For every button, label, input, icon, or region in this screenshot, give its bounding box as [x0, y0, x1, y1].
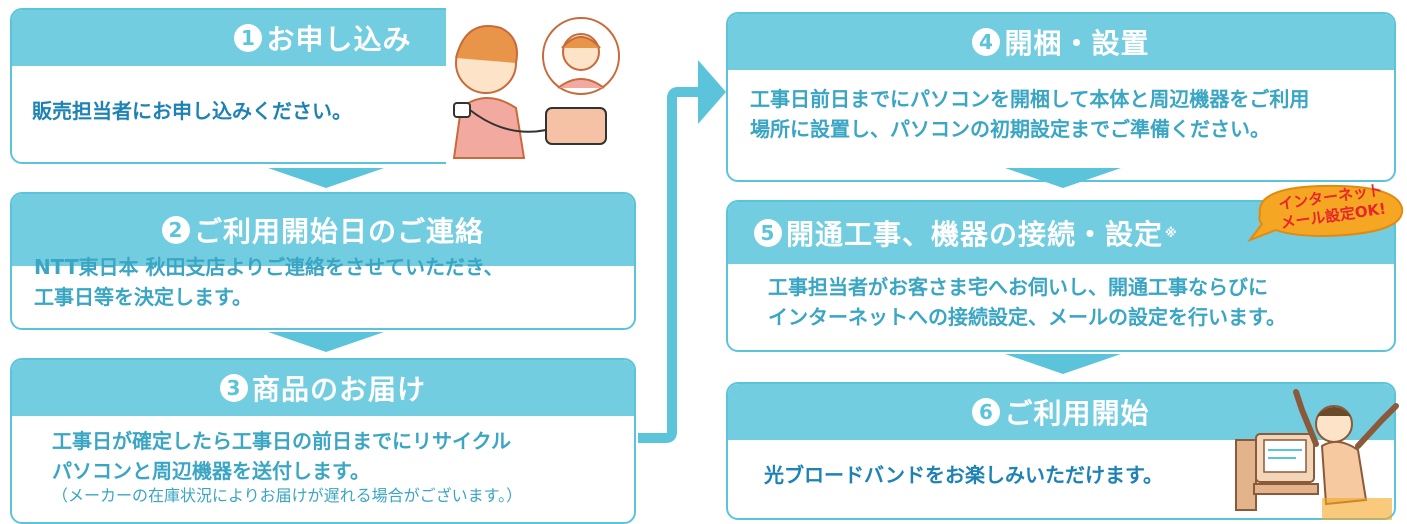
phone-call-illustration — [446, 8, 636, 164]
step-3-note: （メーカーの在庫状況によりお届けが遅れる場合がございます。） — [52, 486, 523, 505]
step-6-text: 光ブロードバンドをお楽しみいただけます。 — [764, 463, 1163, 487]
step-2-body: NTT東日本 秋田支店よりご連絡をさせていただき、 工事日等を決定します。 — [12, 252, 634, 312]
step-1-body: 販売担当者にお申し込みください。 — [12, 66, 634, 126]
step-6-body: 光ブロードバンドをお楽しみいただけます。 — [728, 440, 1394, 490]
step-4-card: 4 開梱・設置 工事日前日までにパソコンを開梱して本体と周辺機器をご利用 場所に… — [726, 12, 1396, 182]
arrow-down-2-3 — [268, 332, 384, 352]
step-3-text-line1: 工事日が確定したら工事日の前日までにリサイクル — [52, 429, 511, 453]
step-2-card: 2 ご利用開始日のご連絡 NTT東日本 秋田支店よりご連絡をさせていただき、 工… — [10, 192, 636, 330]
arrow-down-1-2 — [268, 168, 384, 188]
step-4-body: 工事日前日までにパソコンを開梱して本体と周辺機器をご利用 場所に設置し、パソコン… — [728, 70, 1394, 144]
step-2-text-line2: 工事日等を決定します。 — [34, 285, 252, 309]
step-5-text-line1: 工事担当者がお客さま宅へお伺いし、開通工事ならびに — [768, 275, 1268, 299]
cheering-man-illustration — [1235, 389, 1399, 520]
step-2-text-line1: NTT東日本 秋田支店よりご連絡をさせていただき、 — [34, 255, 504, 279]
step-4-text-line2: 場所に設置し、パソコンの初期設定までご準備ください。 — [750, 117, 1270, 141]
step-4-header: 4 開梱・設置 — [728, 14, 1394, 70]
step-3-body: 工事日が確定したら工事日の前日までにリサイクル パソコンと周辺機器を送付します。… — [12, 416, 634, 506]
connector-arrow-3-4 — [638, 60, 726, 443]
step-5-title-mark: ※ — [1165, 226, 1178, 240]
arrow-down-5-6 — [1005, 354, 1121, 374]
step-4-title: 開梱・設置 — [1004, 27, 1150, 60]
step-3-text-line2: パソコンと周辺機器を送付します。 — [52, 459, 370, 483]
step-3-card: 3 商品のお届け 工事日が確定したら工事日の前日までにリサイクル パソコンと周辺… — [10, 358, 636, 524]
step-6-title: ご利用開始 — [1004, 397, 1150, 430]
step-1-text: 販売担当者にお申し込みください。 — [32, 99, 352, 123]
step-5-number: 5 — [754, 219, 782, 247]
step-6-number: 6 — [972, 398, 1001, 426]
step-5-title: 開通工事、機器の接続・設定 — [786, 218, 1164, 251]
step-2-title: ご利用開始日のご連絡 — [193, 215, 484, 248]
step-1-number: 1 — [234, 24, 263, 52]
step-4-number: 4 — [972, 28, 1001, 56]
step-5-text-line2: インターネットへの接続設定、メールの設定を行います。 — [768, 305, 1286, 329]
step-1-title: お申し込み — [266, 23, 412, 56]
step-2-number: 2 — [161, 216, 190, 244]
arrow-down-4-5 — [1005, 168, 1121, 188]
step-3-number: 3 — [219, 374, 248, 402]
badge-bubble-shape — [1247, 184, 1404, 243]
internet-mail-badge: インターネット メール設定OK! — [1236, 180, 1406, 244]
step-5-body: 工事担当者がお客さま宅へお伺いし、開通工事ならびに インターネットへの接続設定、… — [728, 264, 1394, 332]
step-2-header: 2 ご利用開始日のご連絡 — [12, 194, 634, 266]
step-3-header: 3 商品のお届け — [12, 360, 634, 416]
step-6-header: 6 ご利用開始 — [728, 384, 1394, 440]
step-4-text-line1: 工事日前日までにパソコンを開梱して本体と周辺機器をご利用 — [750, 87, 1310, 111]
step-3-title: 商品のお届け — [251, 373, 426, 406]
step-6-card: 6 ご利用開始 光ブロードバンドをお楽しみいただけます。 — [726, 382, 1396, 520]
